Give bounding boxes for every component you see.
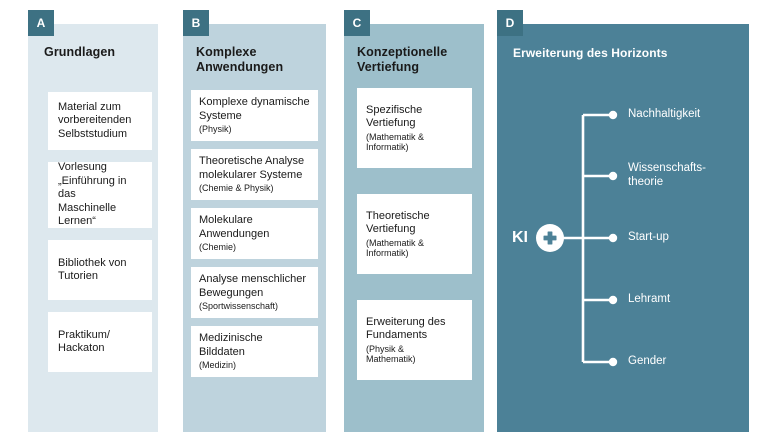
card-b-3[interactable]: Molekulare Anwendungen (Chemie) (191, 208, 318, 259)
card-c-2[interactable]: Theoretische Vertiefung (Mathematik & In… (357, 194, 472, 274)
card-b-4[interactable]: Analyse menschlicher Bewegungen (Sportwi… (191, 267, 318, 318)
card-subtitle: (Physik) (199, 124, 232, 135)
card-subtitle: (Mathematik & Informatik) (366, 237, 425, 259)
column-d: D Erweiterung des Horizonts KI (497, 10, 749, 432)
branch-label-3: Start-up (628, 231, 669, 243)
card-title: Komplexe dynamische Systeme (199, 96, 310, 122)
tree-branch-dot-1 (608, 110, 618, 120)
card-subtitle: (Sportwissenschaft) (199, 301, 279, 312)
card-title: Bibliothek von Tutorien (58, 256, 127, 283)
card-b-2[interactable]: Theoretische Analyse molekularer Systeme… (191, 149, 318, 200)
card-subtitle: (Mathematik & Informatik) (366, 131, 425, 153)
card-title: Molekulare Anwendungen (199, 214, 270, 240)
card-title: Material zum vorbereitenden Selbststudiu… (58, 100, 132, 140)
card-title: Theoretische Vertiefung (366, 209, 430, 236)
branch-tree (536, 110, 618, 367)
branch-label-4: Lehramt (628, 293, 671, 305)
card-title: Theoretische Analyse molekularer Systeme (199, 155, 305, 181)
card-title: Analyse menschlicher Bewegungen (199, 273, 306, 299)
card-a-2[interactable]: Vorlesung „Einführung in das Maschinelle… (48, 161, 152, 228)
card-a-3[interactable]: Bibliothek von Tutorien (48, 240, 152, 300)
plus-circle-icon[interactable] (536, 224, 564, 252)
column-c: C Konzeptionelle Vertiefung Spezifische … (344, 10, 484, 432)
column-title-b: Komplexe Anwendungen (196, 45, 284, 74)
card-title: Spezifische Vertiefung (366, 103, 423, 130)
card-a-4[interactable]: Praktikum/ Hackaton (48, 312, 152, 372)
tree-branch-dot-4 (608, 295, 618, 305)
column-b: B Komplexe Anwendungen Komplexe dynamisc… (183, 10, 326, 432)
card-b-1[interactable]: Komplexe dynamische Systeme (Physik) (191, 90, 318, 141)
card-title: Medizinische Bilddaten (199, 332, 263, 358)
card-subtitle: (Chemie) (199, 242, 237, 253)
column-badge-d: D (497, 10, 523, 36)
column-title-d: Erweiterung des Horizonts (513, 46, 668, 60)
branch-label-5: Gender (628, 355, 667, 367)
card-title: Vorlesung „Einführung in das Maschinelle… (58, 161, 127, 228)
card-title: Praktikum/ Hackaton (58, 328, 110, 355)
column-title-c: Konzeptionelle Vertiefung (357, 45, 448, 74)
column-badge-a: A (28, 10, 54, 36)
tree-branch-dot-2 (608, 171, 618, 181)
card-c-3[interactable]: Erweiterung des Fundaments (Physik & Mat… (357, 300, 472, 380)
card-c-1[interactable]: Spezifische Vertiefung (Mathematik & Inf… (357, 88, 472, 168)
root-node-label: KI (512, 229, 528, 246)
tree-branch-dot-3 (608, 233, 618, 243)
branch-label-1: Nachhaltigkeit (628, 108, 701, 120)
card-subtitle: (Physik & Mathematik) (366, 343, 416, 365)
card-b-5[interactable]: Medizinische Bilddaten (Medizin) (191, 326, 318, 377)
card-a-1[interactable]: Material zum vorbereitenden Selbststudiu… (48, 92, 152, 150)
column-title-a: Grundlagen (44, 45, 116, 59)
tree-branch-dot-5 (608, 357, 618, 367)
column-badge-c: C (344, 10, 370, 36)
branch-label-2: Wissenschafts- theorie (628, 162, 706, 188)
column-badge-b: B (183, 10, 209, 36)
card-subtitle: (Medizin) (199, 360, 237, 371)
card-title: Erweiterung des Fundaments (366, 315, 446, 342)
card-subtitle: (Chemie & Physik) (199, 183, 274, 194)
column-a: A Grundlagen Material zum vorbereitenden… (28, 10, 158, 432)
